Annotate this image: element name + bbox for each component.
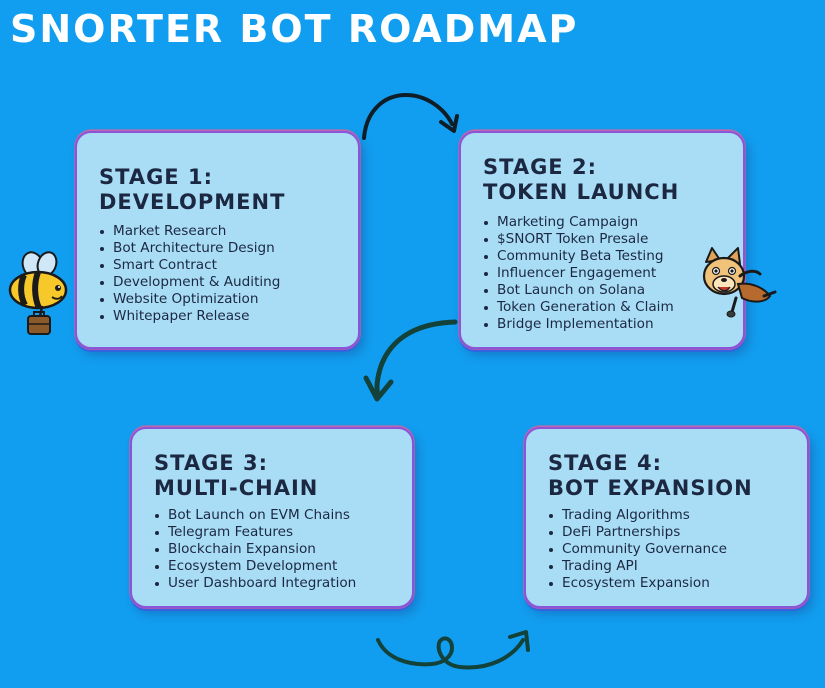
page-title: SNORTER BOT ROADMAP bbox=[10, 7, 579, 51]
list-item: Influencer Engagement bbox=[483, 265, 731, 282]
list-item: Bot Launch on EVM Chains bbox=[154, 507, 400, 524]
list-item: Smart Contract bbox=[99, 257, 346, 274]
list-item: Telegram Features bbox=[154, 524, 400, 541]
stage-number: STAGE 1: bbox=[99, 165, 213, 189]
list-item: Ecosystem Expansion bbox=[548, 575, 795, 592]
list-item: $SNORT Token Presale bbox=[483, 231, 731, 248]
list-item: Market Research bbox=[99, 223, 346, 240]
curved-arrow-icon bbox=[362, 92, 459, 140]
list-item: Development & Auditing bbox=[99, 274, 346, 291]
stage-card-bot-expansion: STAGE 4: BOT EXPANSION Trading Algorithm… bbox=[524, 427, 809, 608]
stage-number: STAGE 4: bbox=[548, 451, 662, 475]
stage-card-token-launch: STAGE 2: TOKEN LAUNCH Marketing Campaign… bbox=[459, 131, 745, 349]
stage-item-list: Bot Launch on EVM Chains Telegram Featur… bbox=[154, 507, 400, 592]
stage-item-list: Market Research Bot Architecture Design … bbox=[99, 223, 346, 325]
list-item: Trading API bbox=[548, 558, 795, 575]
stage-title: STAGE 3: MULTI-CHAIN bbox=[154, 451, 400, 501]
stage-item-list: Marketing Campaign $SNORT Token Presale … bbox=[483, 214, 731, 333]
list-item: User Dashboard Integration bbox=[154, 575, 400, 592]
list-item: Bot Launch on Solana bbox=[483, 282, 731, 299]
stage-item-list: Trading Algorithms DeFi Partnerships Com… bbox=[548, 507, 795, 592]
stage-card-development: STAGE 1: DEVELOPMENT Market Research Bot… bbox=[75, 131, 360, 349]
list-item: Website Optimization bbox=[99, 291, 346, 308]
stage-card-multi-chain: STAGE 3: MULTI-CHAIN Bot Launch on EVM C… bbox=[130, 427, 414, 608]
stage-name: BOT EXPANSION bbox=[548, 476, 753, 500]
curved-arrow-icon bbox=[363, 319, 458, 402]
stage-number: STAGE 3: bbox=[154, 451, 268, 475]
stage-name: DEVELOPMENT bbox=[99, 190, 286, 214]
list-item: Trading Algorithms bbox=[548, 507, 795, 524]
stage-name: TOKEN LAUNCH bbox=[483, 180, 680, 204]
stage-title: STAGE 2: TOKEN LAUNCH bbox=[483, 155, 731, 205]
list-item: Community Beta Testing bbox=[483, 248, 731, 265]
stage-name: MULTI-CHAIN bbox=[154, 476, 319, 500]
list-item: Marketing Campaign bbox=[483, 214, 731, 231]
list-item: Community Governance bbox=[548, 541, 795, 558]
stage-number: STAGE 2: bbox=[483, 155, 597, 179]
stage-title: STAGE 1: DEVELOPMENT bbox=[99, 165, 346, 215]
list-item: Bot Architecture Design bbox=[99, 240, 346, 257]
stage-title: STAGE 4: BOT EXPANSION bbox=[548, 451, 795, 501]
list-item: Ecosystem Development bbox=[154, 558, 400, 575]
curved-arrow-icon bbox=[376, 630, 530, 670]
list-item: Bridge Implementation bbox=[483, 316, 731, 333]
list-item: DeFi Partnerships bbox=[548, 524, 795, 541]
list-item: Token Generation & Claim bbox=[483, 299, 731, 316]
list-item: Blockchain Expansion bbox=[154, 541, 400, 558]
list-item: Whitepaper Release bbox=[99, 308, 346, 325]
